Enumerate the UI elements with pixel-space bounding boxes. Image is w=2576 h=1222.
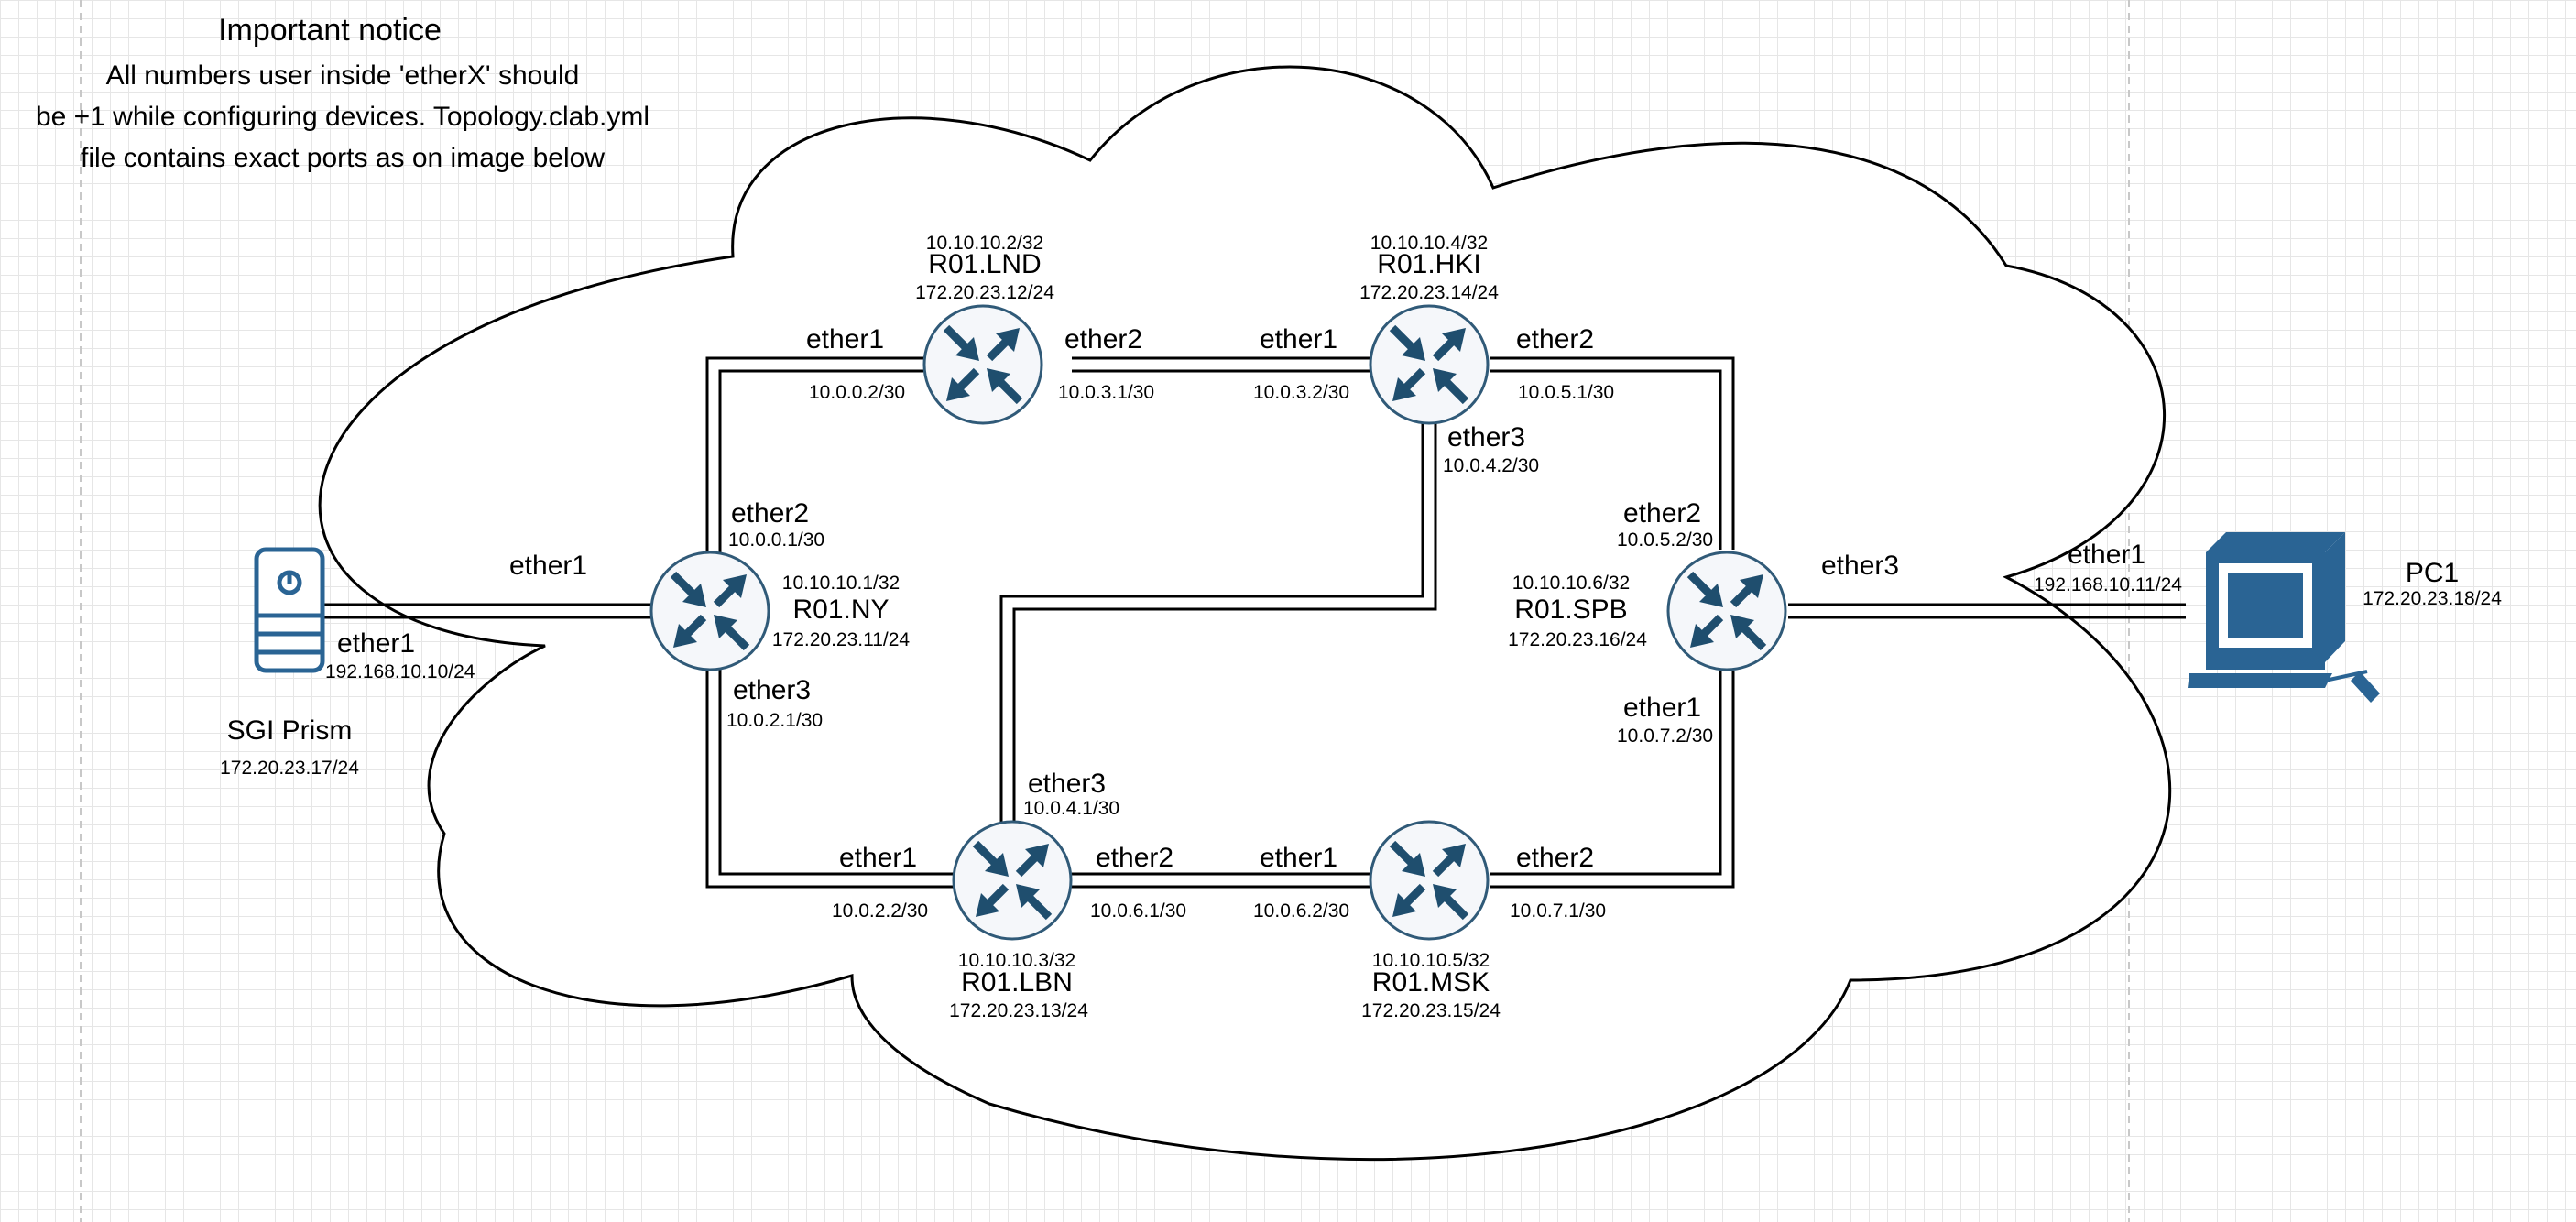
router-name: R01.LND	[928, 249, 1041, 279]
router-name: R01.MSK	[1372, 967, 1490, 998]
port-name: ether3	[733, 675, 811, 705]
router-mgmt-ip: 172.20.23.16/24	[1508, 629, 1647, 650]
port-ip: 10.0.3.1/30	[1058, 382, 1154, 403]
host-ip: 192.168.10.10/24	[325, 661, 475, 682]
port-name: ether2	[1516, 324, 1594, 355]
notice-line-1: All numbers user inside 'etherX' should	[106, 60, 580, 91]
router-mgmt-ip: 172.20.23.14/24	[1359, 282, 1499, 303]
router-loopback: 10.10.10.3/32	[958, 950, 1075, 971]
port-name: ether1	[509, 551, 587, 581]
host-name: PC1	[2406, 558, 2459, 588]
router-loopback: 10.10.10.1/32	[782, 573, 900, 594]
port-name: ether2	[1623, 498, 1701, 529]
port-ip: 10.0.6.1/30	[1090, 900, 1186, 922]
link-ny-lbn	[705, 660, 955, 889]
notice-title: Important notice	[218, 13, 442, 48]
port-name: ether2	[1096, 843, 1173, 873]
router-name: R01.NY	[792, 595, 889, 625]
links	[322, 356, 2186, 889]
link-hki-spb	[1490, 356, 1735, 550]
port-ip: 10.0.2.2/30	[832, 900, 928, 922]
network-cloud	[318, 65, 2172, 1162]
port-name: ether1	[1260, 843, 1337, 873]
port-name: ether3	[1821, 551, 1899, 581]
router-mgmt-ip: 172.20.23.12/24	[915, 282, 1054, 303]
router-loopback: 10.10.10.4/32	[1370, 233, 1488, 254]
pc1-computer[interactable]	[2188, 532, 2380, 703]
router-lbn[interactable]	[952, 820, 1073, 941]
port-ip: 10.0.6.2/30	[1253, 900, 1349, 922]
port-ip: 10.0.2.1/30	[726, 710, 823, 731]
port-name: ether1	[1260, 324, 1337, 355]
link-ny-lnd	[705, 356, 923, 568]
host-mgmt-ip: 172.20.23.17/24	[220, 758, 359, 779]
port-ip: 10.0.5.2/30	[1617, 529, 1713, 551]
link-hki-lbn	[999, 423, 1424, 824]
host-labels: ether1 192.168.10.10/24 SGI Prism 172.20…	[220, 540, 2502, 779]
port-name: ether2	[1064, 324, 1142, 355]
router-name: R01.LBN	[961, 967, 1073, 998]
router-hki[interactable]	[1369, 304, 1490, 425]
server-sgi-prism[interactable]	[254, 547, 325, 673]
router-name: R01.SPB	[1514, 595, 1627, 625]
port-ip: 10.0.7.1/30	[1510, 900, 1606, 922]
port-name: ether1	[839, 843, 917, 873]
host-ip: 192.168.10.11/24	[2034, 574, 2182, 595]
port-name: ether1	[1623, 693, 1701, 723]
server-icon	[254, 547, 325, 673]
host-iface: ether1	[2068, 540, 2145, 570]
interface-labels: ether1 10.0.0.2/30 ether2 10.0.3.1/30 et…	[509, 324, 1899, 922]
router-loopback: 10.10.10.2/32	[926, 233, 1043, 254]
port-name: ether1	[806, 324, 884, 355]
router-msk[interactable]	[1369, 820, 1490, 941]
host-mgmt-ip: 172.20.23.18/24	[2363, 588, 2502, 609]
port-name: ether2	[731, 498, 809, 529]
router-labels: 10.10.10.2/32 R01.LND 172.20.23.12/24 10…	[772, 233, 1647, 1021]
router-mgmt-ip: 172.20.23.15/24	[1361, 1000, 1501, 1021]
port-ip: 10.0.0.2/30	[809, 382, 905, 403]
router-mgmt-ip: 172.20.23.11/24	[772, 629, 911, 650]
notice-line-3: file contains exact ports as on image be…	[81, 143, 605, 173]
port-ip: 10.0.5.1/30	[1518, 382, 1614, 403]
host-name: SGI Prism	[227, 715, 353, 746]
router-loopback: 10.10.10.6/32	[1512, 573, 1630, 594]
router-ny[interactable]	[649, 551, 770, 671]
router-lnd[interactable]	[922, 304, 1043, 425]
important-notice: Important notice All numbers user inside…	[36, 13, 649, 173]
port-ip: 10.0.0.1/30	[728, 529, 824, 551]
router-spb[interactable]	[1666, 551, 1787, 671]
port-name: ether3	[1028, 769, 1106, 799]
port-name: ether2	[1516, 843, 1594, 873]
port-ip: 10.0.3.2/30	[1253, 382, 1349, 403]
port-name: ether3	[1447, 422, 1525, 453]
router-name: R01.HKI	[1377, 249, 1480, 279]
host-iface: ether1	[337, 628, 415, 659]
notice-line-2: be +1 while configuring devices. Topolog…	[36, 102, 649, 132]
router-mgmt-ip: 172.20.23.13/24	[949, 1000, 1088, 1021]
port-ip: 10.0.4.1/30	[1023, 798, 1119, 819]
desktop-computer-icon	[2188, 532, 2380, 703]
port-ip: 10.0.7.2/30	[1617, 726, 1713, 747]
port-ip: 10.0.4.2/30	[1443, 455, 1539, 476]
link-msk-spb	[1490, 671, 1722, 876]
router-loopback: 10.10.10.5/32	[1372, 950, 1490, 971]
